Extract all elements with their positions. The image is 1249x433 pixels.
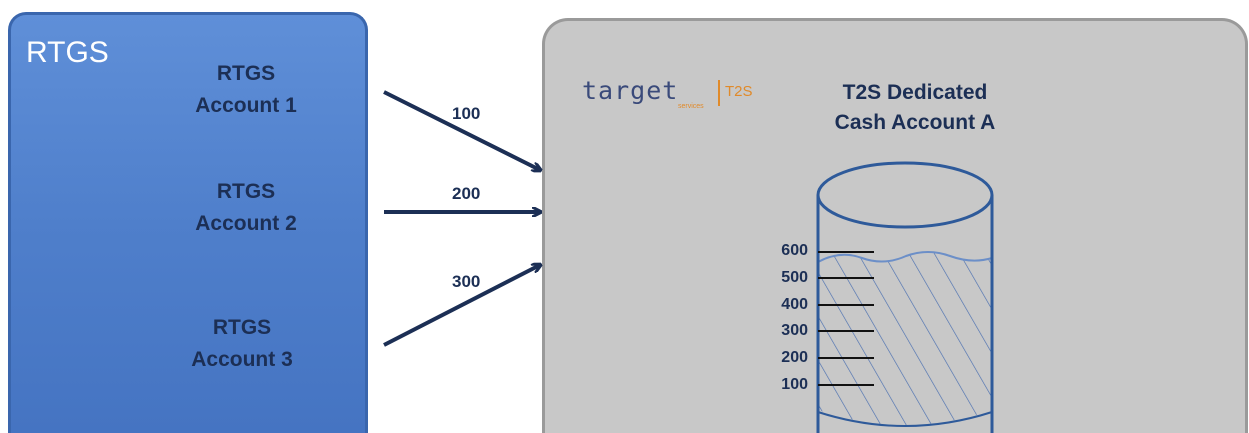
cylinder-top xyxy=(816,161,994,229)
logo-divider xyxy=(718,80,720,106)
transfer-arrow-3 xyxy=(383,265,540,347)
rtgs-title: RTGS xyxy=(26,36,109,69)
cylinder-fill xyxy=(818,252,992,425)
rtgs-account-1-line1: RTGS xyxy=(216,62,276,85)
rtgs-account-1: RTGS Account 1 xyxy=(146,58,346,122)
gauge-label-100: 100 xyxy=(781,376,808,393)
rtgs-account-2: RTGS Account 2 xyxy=(146,176,346,240)
rtgs-account-3: RTGS Account 3 xyxy=(142,312,342,376)
logo-wordmark: target xyxy=(582,76,679,105)
cash-account-title-line1: T2S Dedicated xyxy=(842,81,988,104)
cylinder-bottom-arc xyxy=(817,411,993,427)
gauge-label-300: 300 xyxy=(781,322,808,339)
cash-account-cylinder xyxy=(816,161,994,433)
transfer-arrow-1 xyxy=(383,90,540,170)
transfer-amount-2: 200 xyxy=(452,184,481,203)
cash-account-title: T2S Dedicated Cash Account A xyxy=(790,78,1040,138)
transfer-amount-3: 300 xyxy=(452,272,481,291)
gauge-label-200: 200 xyxy=(781,349,808,366)
cash-account-title-line2: Cash Account A xyxy=(834,111,996,134)
rtgs-account-3-line2: Account 3 xyxy=(191,348,293,371)
rtgs-account-1-line2: Account 1 xyxy=(195,94,297,117)
rtgs-account-2-line1: RTGS xyxy=(216,180,276,203)
logo-t2s-text: T2S xyxy=(725,83,753,100)
rtgs-account-3-line1: RTGS xyxy=(212,316,272,339)
gauge-label-500: 500 xyxy=(781,269,808,286)
gauge-label-600: 600 xyxy=(781,242,808,259)
gauge-ticks xyxy=(818,251,874,386)
gauge-label-400: 400 xyxy=(781,296,808,313)
rtgs-panel xyxy=(8,12,368,433)
rtgs-account-2-line2: Account 2 xyxy=(195,212,297,235)
transfer-amount-1: 100 xyxy=(452,104,481,123)
cylinder-fill-edge xyxy=(817,251,993,263)
logo-subtext: services xyxy=(678,103,704,110)
